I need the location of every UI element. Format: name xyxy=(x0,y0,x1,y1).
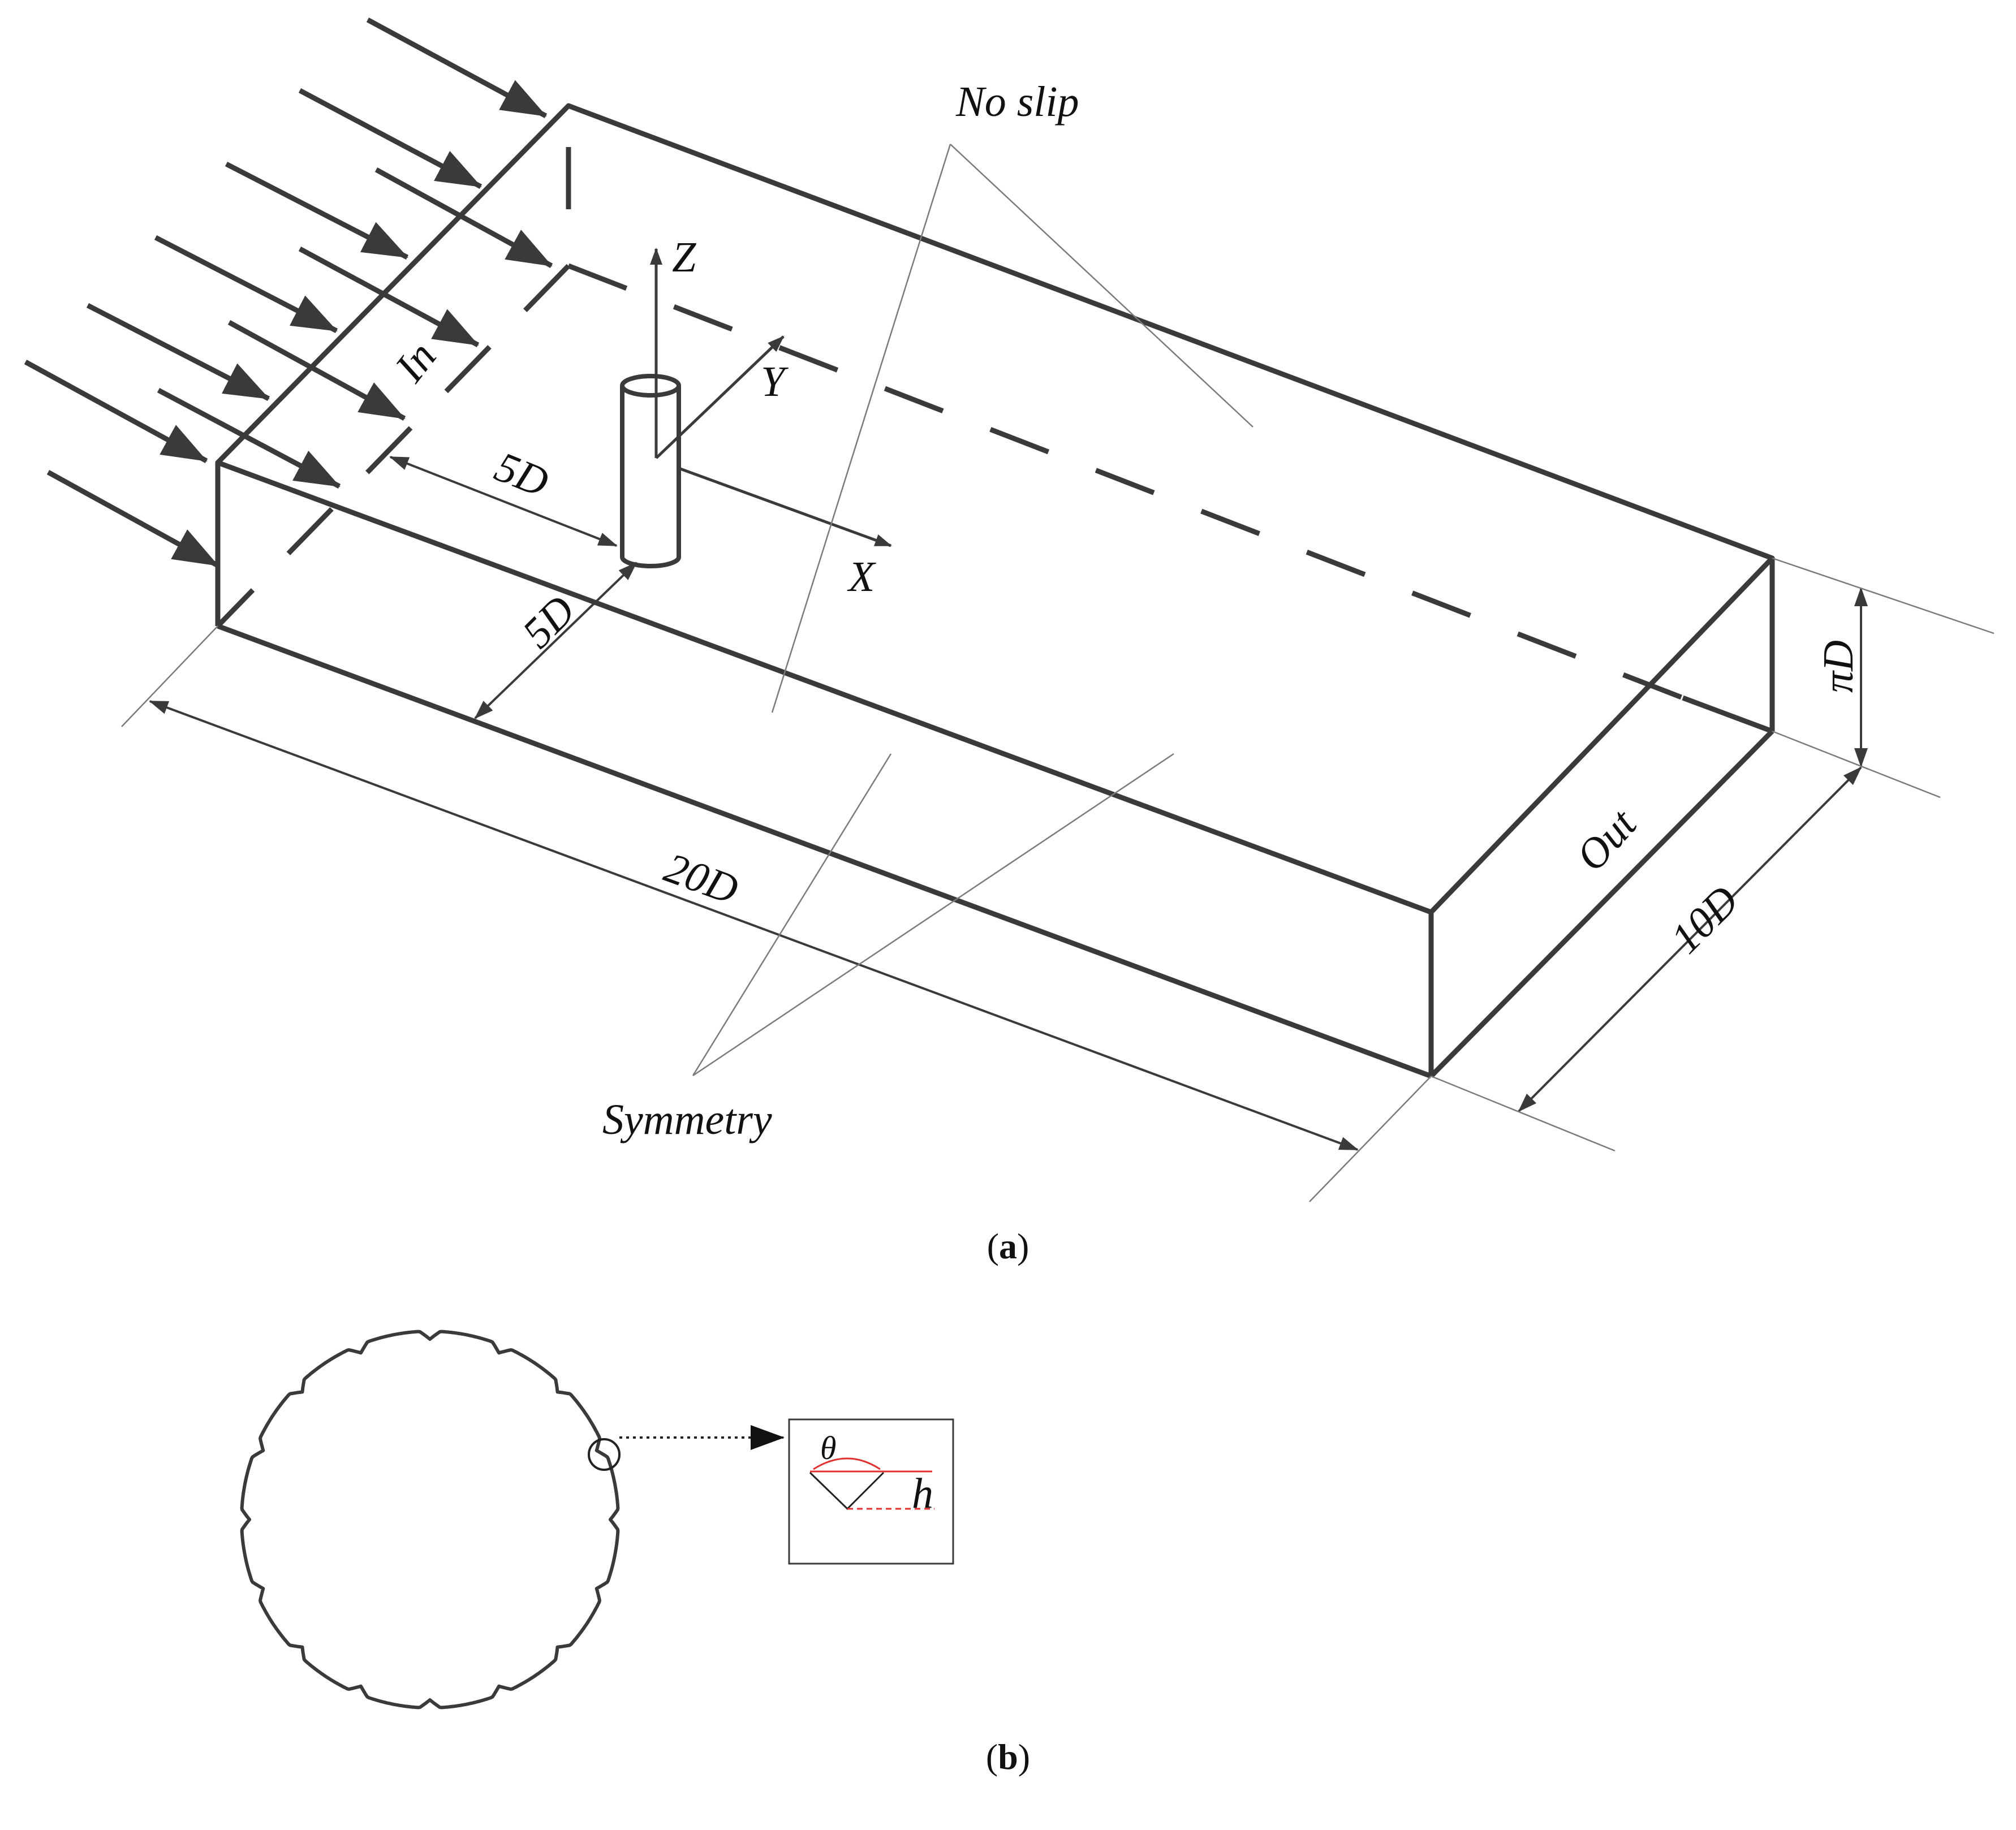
symmetry-label: Symmetry xyxy=(602,1096,772,1143)
inflow-arrow-icon xyxy=(298,88,483,189)
inflow-arrows xyxy=(24,18,553,568)
inlet-label: In xyxy=(386,333,446,391)
dim-pid-label: πD xyxy=(1815,640,1862,693)
h-label: h xyxy=(912,1470,933,1517)
grooved-circle-outline xyxy=(240,1330,620,1710)
inflow-arrow-icon xyxy=(374,167,553,268)
inflow-arrow-icon xyxy=(46,470,219,568)
cylinder xyxy=(620,374,681,568)
dim-10d-label: 10D xyxy=(1662,877,1748,963)
angle-arc xyxy=(813,1457,881,1470)
cylinder-top xyxy=(620,374,681,398)
inflow-arrow-icon xyxy=(227,320,406,421)
axis-y-arrow xyxy=(655,335,785,459)
inflow-arrow-icon xyxy=(366,18,548,118)
dim-5d-upstream-label: 5D xyxy=(489,443,555,507)
grooved-cross-section xyxy=(240,1330,620,1710)
axis-y-label: Y xyxy=(761,358,789,405)
dim-20d-label: 20D xyxy=(658,844,744,914)
axis-x-label: X xyxy=(847,553,876,601)
no-slip-label: No slip xyxy=(955,78,1079,126)
no-slip-leader-2 xyxy=(950,144,1253,428)
coordinate-axes xyxy=(650,248,892,547)
dim-20d-line xyxy=(149,700,1359,1151)
dim-5d-upstream-line xyxy=(389,456,618,547)
caption-a: (a) xyxy=(987,1226,1029,1266)
dim-5d-side-line xyxy=(474,562,637,719)
inflow-arrow-icon xyxy=(225,162,409,260)
box-edge-front-bottom xyxy=(217,623,1432,1079)
box-top-face xyxy=(215,103,1775,915)
hidden-edge-inlet-bottom xyxy=(216,264,571,628)
hidden-edges xyxy=(216,147,1684,701)
inflow-arrow-icon xyxy=(24,360,208,463)
domain-box xyxy=(215,103,1775,1079)
extension-lines xyxy=(121,144,1995,1202)
no-slip-leader-1 xyxy=(771,144,951,713)
axis-x-arrow xyxy=(678,467,892,547)
inflow-arrow-icon xyxy=(86,303,270,401)
groove-detail-inset: θ h xyxy=(788,1418,954,1565)
inflow-arrow-icon xyxy=(298,247,480,347)
theta-label: θ xyxy=(820,1430,837,1466)
axis-z-label: Z xyxy=(672,234,696,281)
inflow-arrow-icon xyxy=(157,388,341,489)
caption-b: (b) xyxy=(986,1737,1030,1777)
circle-marker-icon xyxy=(588,1438,621,1471)
dimension-lines xyxy=(149,456,1868,1151)
symmetry-leader-1 xyxy=(692,753,892,1076)
inset-frame xyxy=(788,1418,954,1565)
hidden-edge-back-bottom xyxy=(567,263,1684,701)
inflow-arrow-icon xyxy=(154,235,338,333)
symmetry-leader-2 xyxy=(692,753,1174,1077)
dim-10d-line xyxy=(1518,766,1862,1112)
labels-a: No slip Symmetry In Out Z Y X 5D 5D 20D … xyxy=(386,78,1862,1143)
box-edge-back-bottom-visible xyxy=(1682,695,1773,734)
